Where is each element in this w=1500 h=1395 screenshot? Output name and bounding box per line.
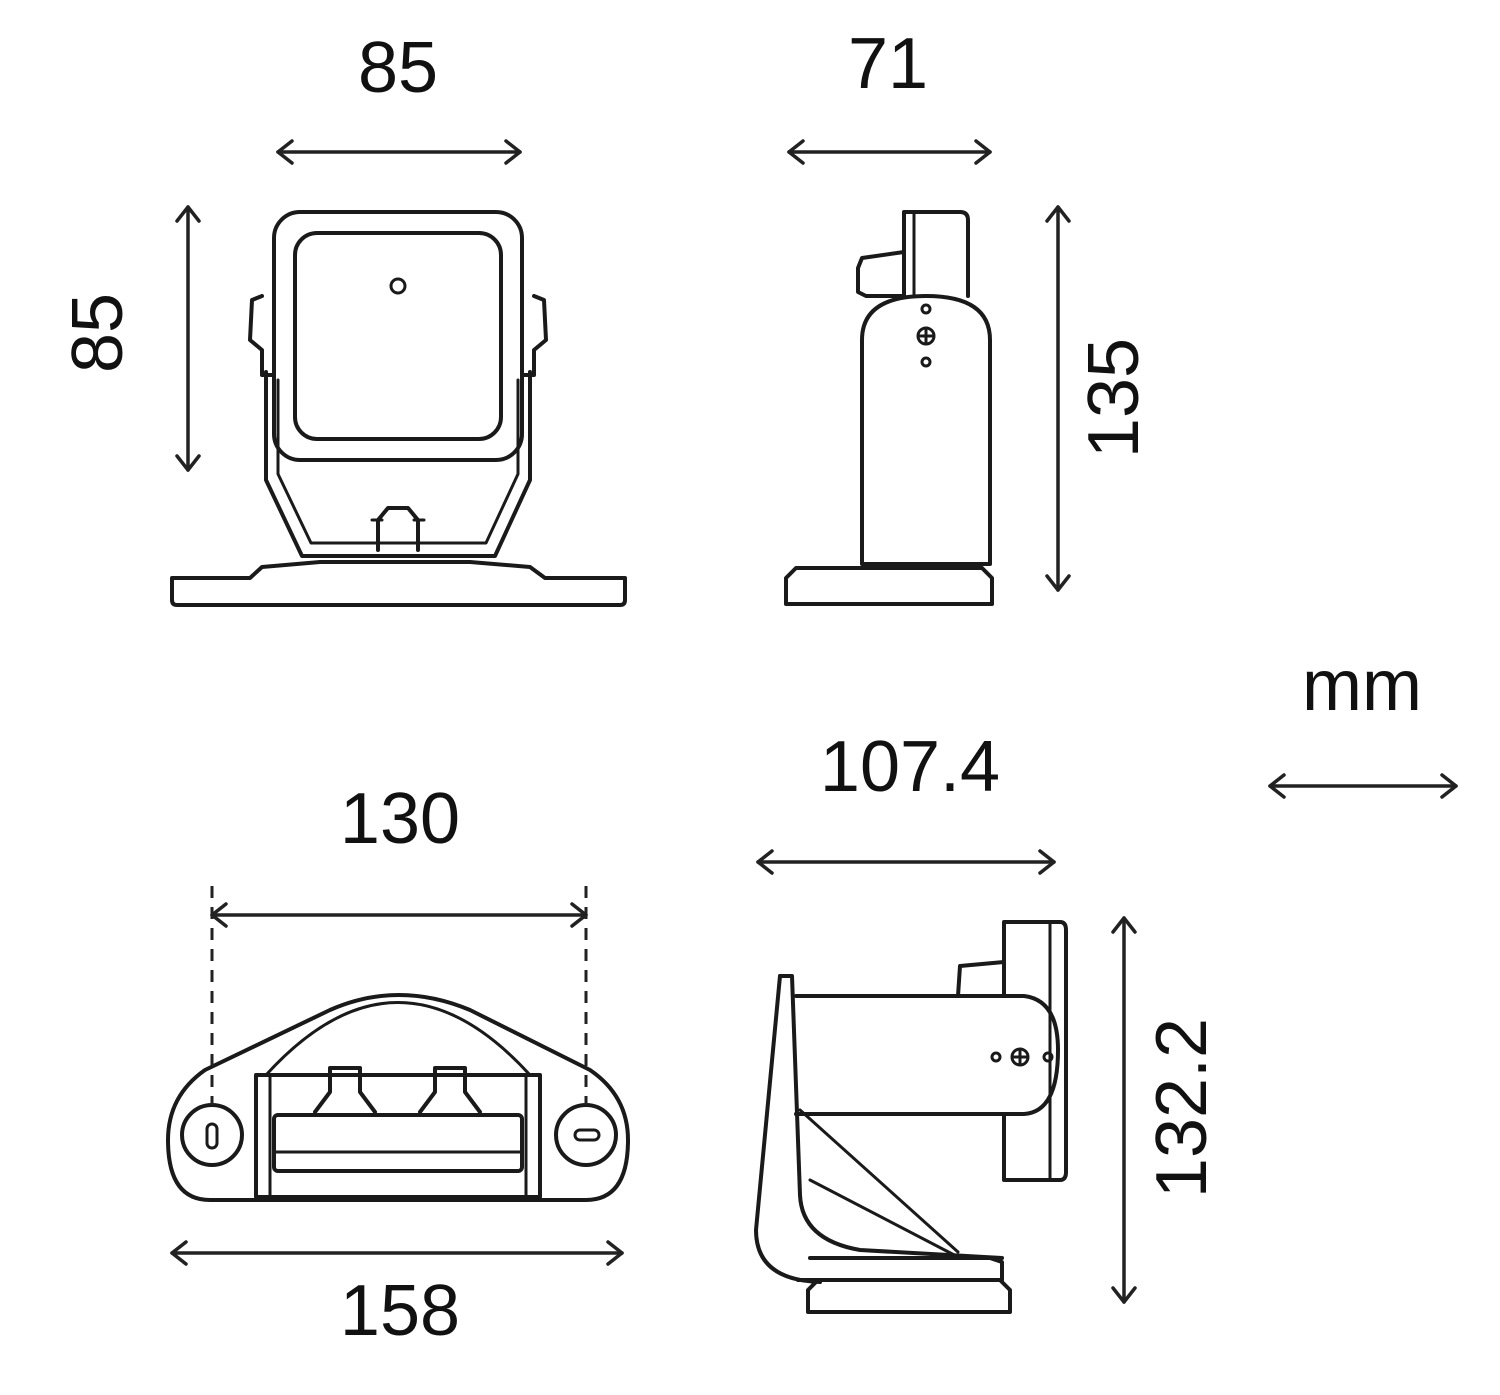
label-folded-height: 132.2 xyxy=(1142,1018,1222,1198)
arrow-side-height xyxy=(1045,205,1071,592)
arrow-base-width xyxy=(170,1240,624,1266)
dimension-lines xyxy=(170,139,1458,1304)
label-front-height: 85 xyxy=(58,293,138,373)
arrow-front-height xyxy=(175,205,201,472)
side-view xyxy=(784,210,994,606)
arrow-folded-height xyxy=(1111,916,1137,1304)
folded-view xyxy=(754,920,1068,1314)
label-side-height: 135 xyxy=(1074,338,1154,458)
label-hole-spacing: 130 xyxy=(340,779,460,859)
label-side-width: 71 xyxy=(848,24,928,104)
label-front-width: 85 xyxy=(358,28,438,108)
label-unit: mm xyxy=(1302,646,1422,726)
bottom-view xyxy=(166,993,630,1202)
label-folded-depth: 107.4 xyxy=(820,727,1000,807)
arrow-front-width xyxy=(276,139,522,165)
label-base-width: 158 xyxy=(340,1271,460,1351)
arrow-hole-spacing xyxy=(210,886,588,1105)
arrow-folded-depth xyxy=(756,849,1056,875)
arrow-unit xyxy=(1268,773,1458,799)
dimension-labels: 85 85 71 135 mm 130 158 107.4 132.2 xyxy=(58,24,1422,1351)
arrow-side-width xyxy=(787,139,992,165)
front-view xyxy=(170,210,627,607)
